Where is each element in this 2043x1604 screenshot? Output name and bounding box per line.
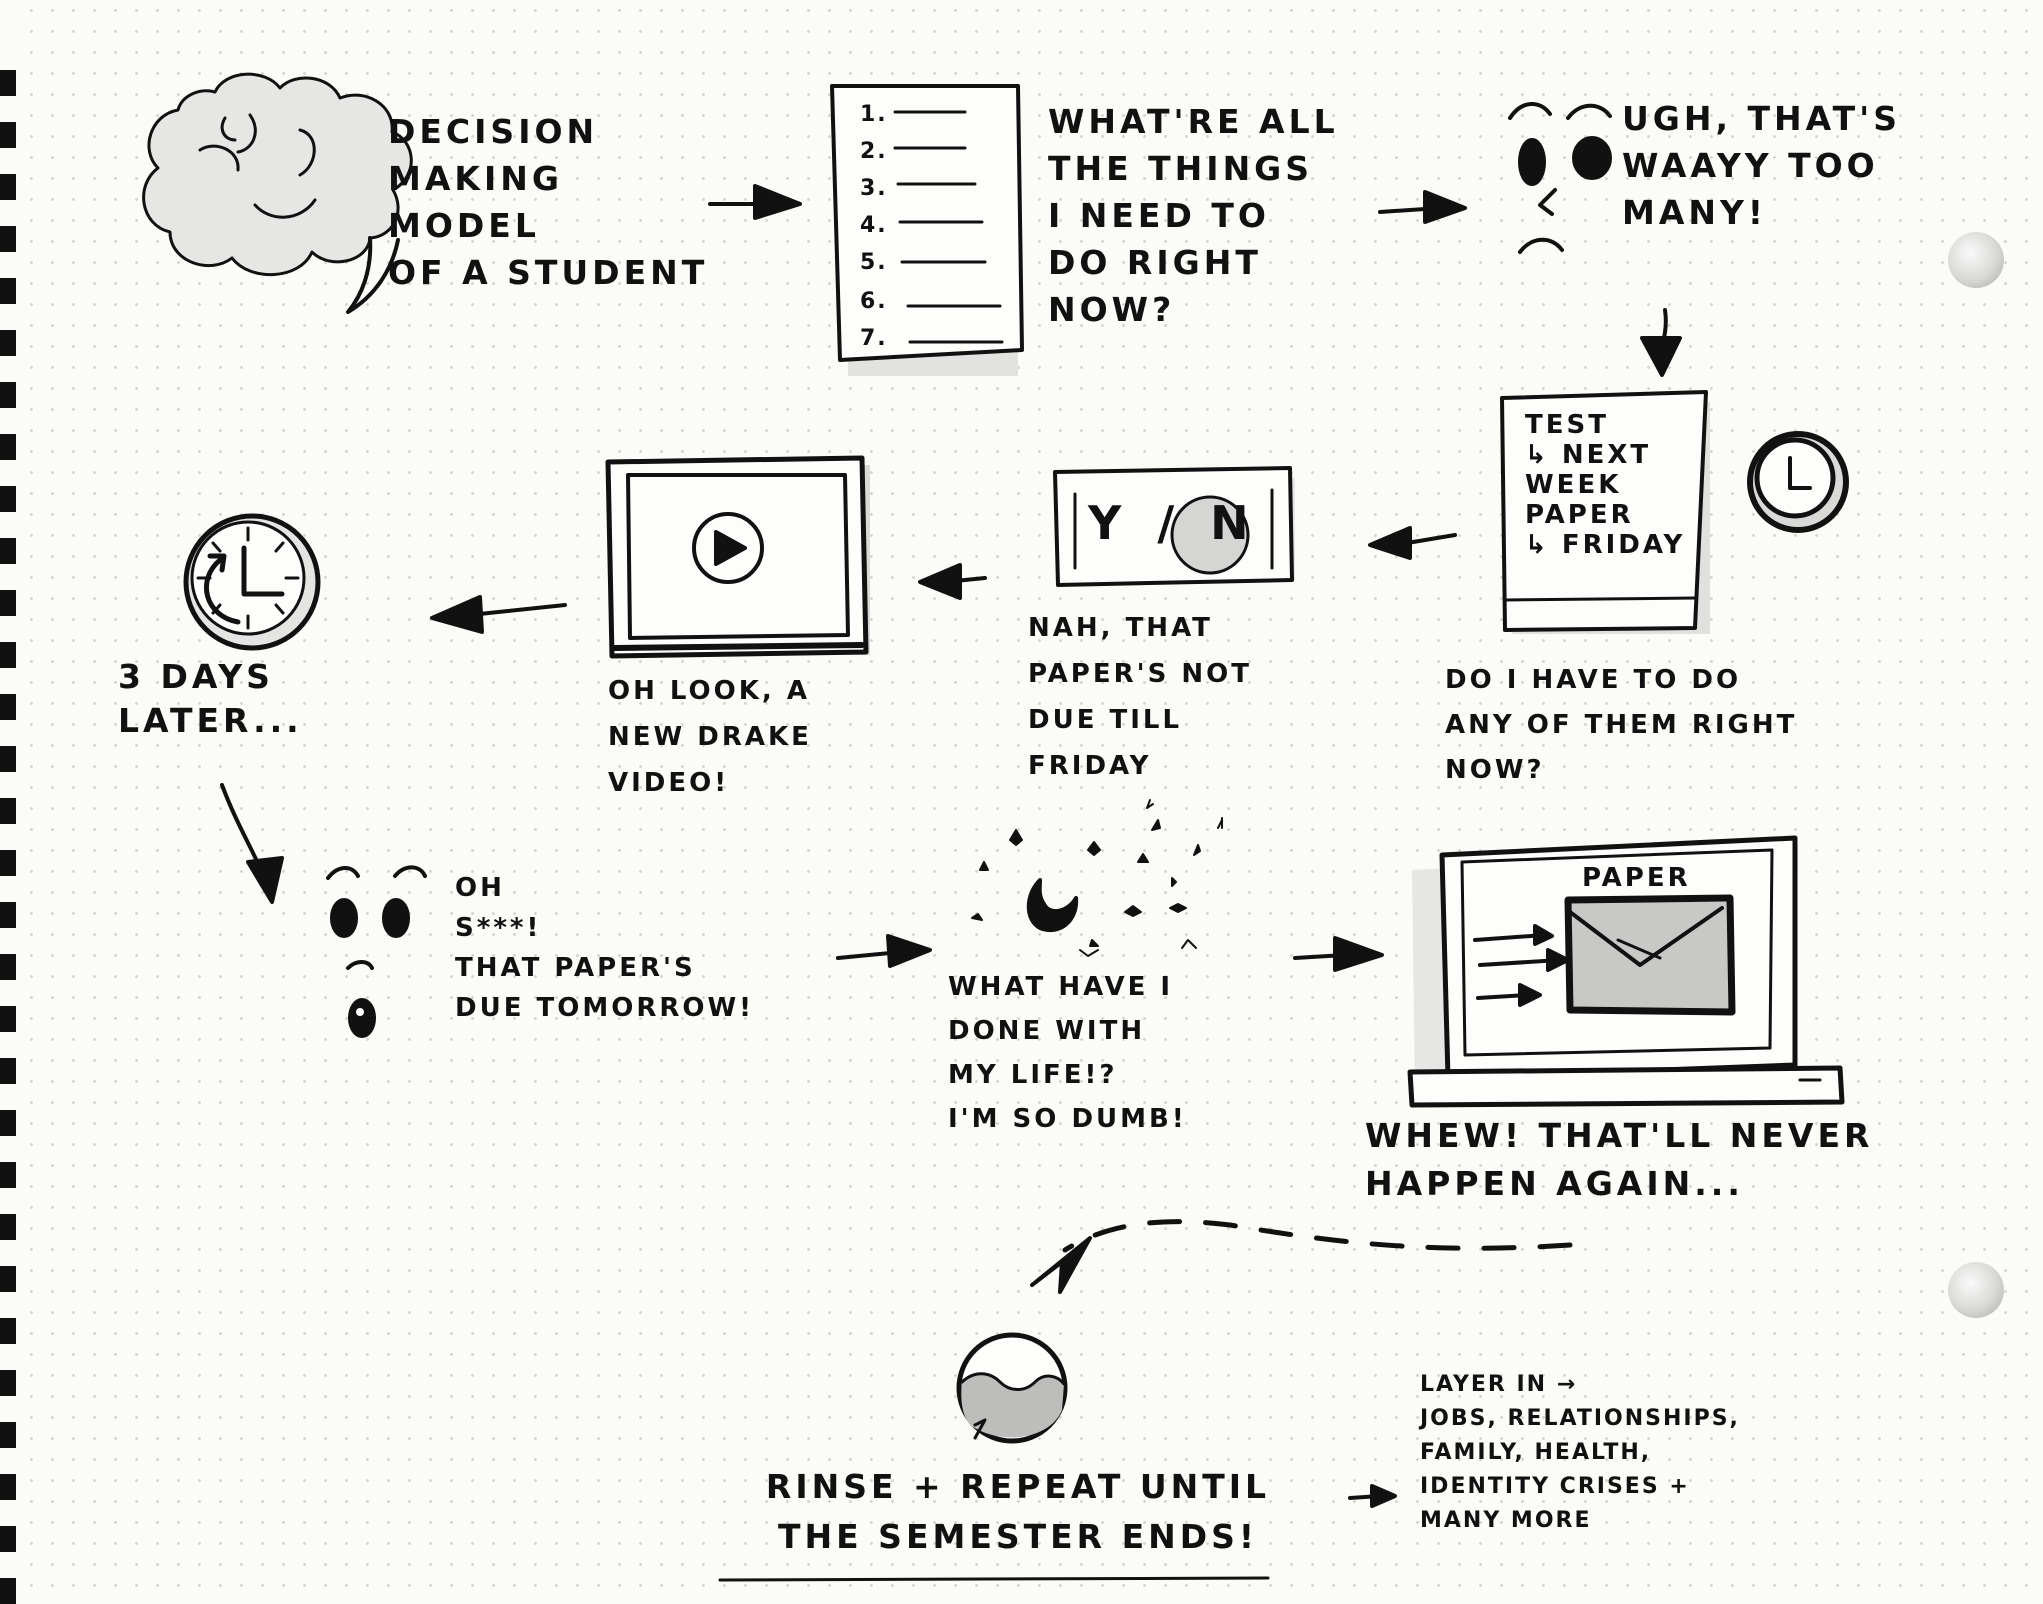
list-number: 6.: [860, 289, 888, 314]
arrow-icon: [918, 563, 987, 600]
drake-label: OH LOOK, A NEW DRAKE VIDEO!: [608, 676, 812, 798]
spiral-ring: [0, 1214, 16, 1240]
whew-label: WHEW! THAT'LL NEVER HAPPEN AGAIN...: [1365, 1116, 1874, 1203]
things-question-label: WHAT'RE ALL THE THINGS I NEED TO DO RIGH…: [1048, 102, 1339, 329]
spiral-ring: [0, 1578, 16, 1604]
arrow-icon: [1348, 1484, 1397, 1508]
worried-face-icon: [1508, 102, 1612, 254]
list-number: 5.: [860, 250, 888, 275]
spiral-ring: [0, 278, 16, 304]
spiral-ring: [0, 486, 16, 512]
spiral-ring: [0, 382, 16, 408]
arrow-icon: [430, 595, 567, 634]
spiral-ring: [0, 330, 16, 356]
night-sky-icon: [971, 799, 1223, 957]
spiral-ring: [0, 590, 16, 616]
three-days-label: 3 DAYS LATER...: [118, 657, 303, 740]
yes-no-text: Y / N: [1088, 496, 1259, 550]
spiral-ring: [0, 954, 16, 980]
list-number: 4.: [860, 213, 888, 238]
spiral-ring: [0, 226, 16, 252]
arrow-icon: [1293, 936, 1384, 972]
list-number: 1.: [860, 102, 888, 127]
spiral-ring: [0, 122, 16, 148]
spiral-ring: [0, 642, 16, 668]
spiral-ring: [0, 538, 16, 564]
checklist-numbers: 1. 2. 3. 4. 5. 6. 7.: [860, 100, 900, 353]
spiral-ring: [0, 1266, 16, 1292]
note-card-icon: [1500, 390, 1710, 634]
bottom-rule: [718, 1576, 1270, 1582]
list-number: 3.: [860, 176, 888, 201]
spiral-ring: [0, 1162, 16, 1188]
spiral-ring: [0, 1058, 16, 1084]
layer-in-label: LAYER IN → JOBS, RELATIONSHIPS, FAMILY, …: [1420, 1372, 1740, 1533]
spiral-ring: [0, 746, 16, 772]
notebook-spiral-binding: [0, 0, 24, 1604]
list-number: 2.: [860, 139, 888, 164]
title-label: DECISION MAKING MODEL OF A STUDENT: [388, 112, 709, 292]
rinse-label: RINSE + REPEAT UNTIL THE SEMESTER ENDS!: [765, 1467, 1271, 1556]
spiral-ring: [0, 1370, 16, 1396]
arrow-icon: [1640, 308, 1682, 377]
binder-hole-bottom: [1948, 1262, 2004, 1318]
clock-icon: [1747, 431, 1849, 533]
video-player-icon: [605, 455, 870, 659]
moon-icon: [1026, 878, 1079, 932]
spiral-ring: [0, 694, 16, 720]
yes-no-icon: [1053, 466, 1295, 587]
binder-hole-top: [1948, 232, 2004, 288]
spiral-ring: [0, 1110, 16, 1136]
what-have-i-label: WHAT HAVE I DONE WITH MY LIFE!? I'M SO D…: [948, 972, 1187, 1134]
arrow-icon: [1368, 526, 1457, 560]
spiral-ring: [0, 174, 16, 200]
do-i-have-to-label: DO I HAVE TO DO ANY OF THEM RIGHT NOW?: [1445, 665, 1798, 785]
too-many-label: UGH, THAT'S WAAYY TOO MANY!: [1622, 99, 1902, 232]
envelope-icon: [1564, 894, 1736, 1016]
arrow-icon: [1030, 1219, 1573, 1294]
spiral-ring: [0, 1006, 16, 1032]
arrow-icon: [1378, 190, 1467, 224]
arrow-icon: [708, 184, 802, 220]
arrow-icon: [220, 783, 284, 904]
nah-label: NAH, THAT PAPER'S NOT DUE TILL FRIDAY: [1028, 613, 1252, 781]
checklist-icon: [830, 84, 1024, 376]
paper-label: PAPER: [1582, 863, 1691, 893]
spiral-ring: [0, 1422, 16, 1448]
spiral-ring: [0, 434, 16, 460]
list-number: 7.: [860, 326, 888, 351]
spiral-ring: [0, 1318, 16, 1344]
washing-machine-icon: [956, 1332, 1068, 1444]
brain-icon: [142, 72, 413, 314]
play-icon: [692, 512, 764, 584]
spiral-ring: [0, 1526, 16, 1552]
shocked-face-icon: [326, 865, 427, 1038]
spiral-ring: [0, 902, 16, 928]
time-passing-clock-icon: [183, 513, 321, 651]
oh-label: OH S***! THAT PAPER'S DUE TOMORROW!: [455, 873, 754, 1023]
spiral-ring: [0, 70, 16, 96]
arrow-icon: [836, 934, 932, 968]
spiral-ring: [0, 850, 16, 876]
spiral-ring: [0, 798, 16, 824]
note-card-text: TEST ↳ NEXT WEEK PAPER ↳ FRIDAY: [1525, 410, 1686, 560]
spiral-ring: [0, 1474, 16, 1500]
